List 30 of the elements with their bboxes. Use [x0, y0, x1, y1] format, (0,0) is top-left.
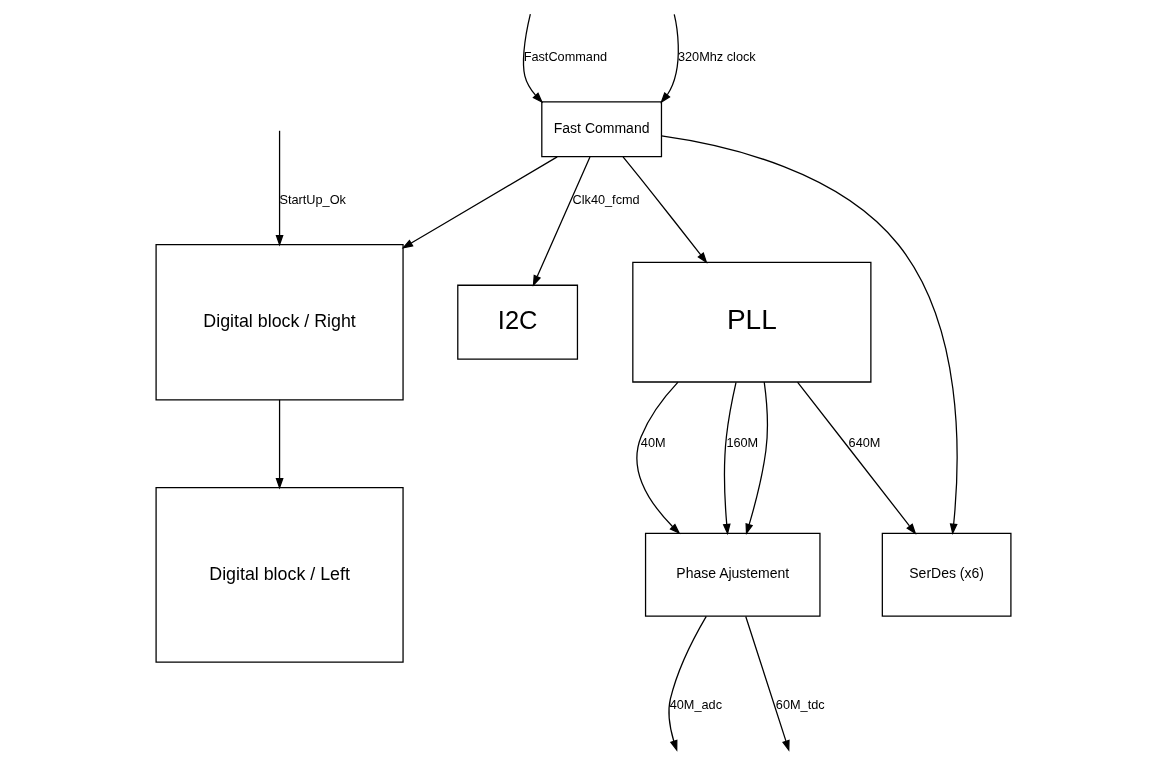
arrow: [636, 381, 681, 535]
arrow: [745, 615, 790, 752]
arrow: [532, 156, 591, 287]
node-box: Fast Command: [541, 101, 663, 158]
edge-label: FastCommand: [523, 49, 608, 65]
arrow: [660, 13, 679, 104]
arrow: [796, 381, 917, 535]
arrow: [668, 615, 707, 752]
edge-label: 60M_tdc: [775, 697, 825, 713]
node-box: I2C: [457, 284, 579, 360]
node-box: PLL: [632, 261, 872, 383]
arrow: [522, 13, 544, 104]
edge-label: 160M: [726, 434, 759, 450]
edge-label: 320Mhz clock: [677, 49, 756, 65]
arrow: [622, 156, 708, 264]
node-box: SerDes (x6): [881, 532, 1012, 617]
edge-label: StartUp_Ok: [279, 191, 346, 207]
node-box: Phase Ajustement: [644, 532, 821, 617]
edge-label: Clk40_fcmd: [572, 191, 640, 207]
arrow: [275, 399, 284, 490]
node-box: Digital block / Right: [155, 243, 404, 401]
edge-label: 640M: [848, 434, 881, 450]
arrow: [722, 381, 737, 536]
edge-label: 40M_adc: [669, 697, 723, 713]
arrow: [401, 156, 558, 249]
arrow: [275, 130, 284, 247]
node-box: Digital block / Left: [155, 487, 404, 663]
edge-label: 40M: [640, 434, 666, 450]
arrow: [745, 381, 769, 535]
arrow: [660, 135, 958, 536]
